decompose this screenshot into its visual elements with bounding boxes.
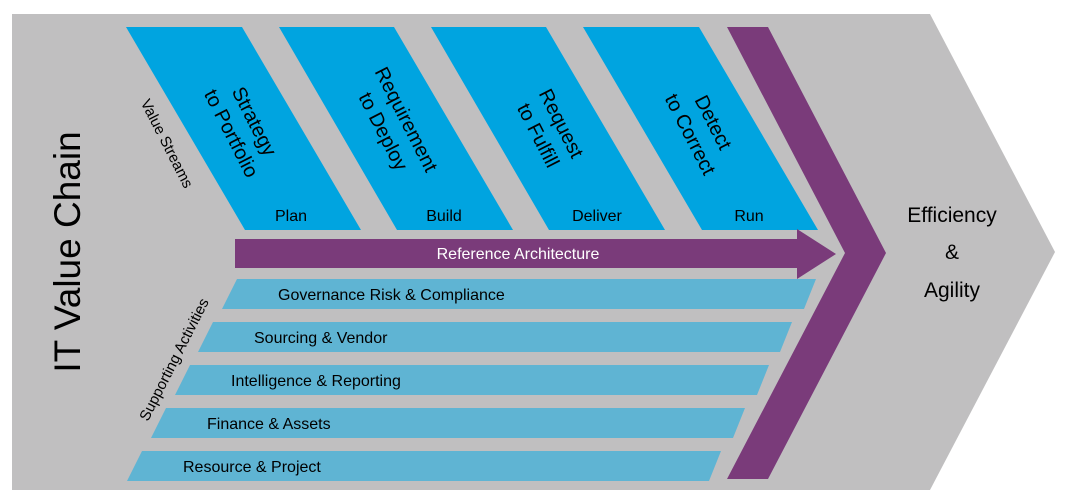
supporting-activity-bar (222, 279, 816, 309)
value-stream-request-to-fulfill: Request to Fulfill Deliver (431, 27, 665, 230)
supporting-activity-label: Intelligence & Reporting (231, 373, 401, 390)
supporting-activity-bar (198, 322, 792, 352)
value-stream-requirement-to-deploy: Requirement to Deploy Build (279, 27, 513, 230)
arrow-shape (235, 229, 836, 279)
purple-chevron (727, 27, 886, 479)
outcome-line1: Efficiency (907, 204, 997, 227)
supporting-activity-label: Governance Risk & Compliance (278, 287, 505, 304)
value-stream-shape (583, 27, 818, 230)
value-stream-phase: Deliver (572, 208, 622, 225)
supporting-activity-bar (127, 451, 721, 481)
supporting-activity-sourcing: Sourcing & Vendor (198, 322, 792, 352)
supporting-activity-label: Finance & Assets (207, 416, 331, 433)
supporting-activity-governance: Governance Risk & Compliance (222, 279, 816, 309)
supporting-activity-bar (175, 365, 769, 395)
supporting-activity-intelligence: Intelligence & Reporting (175, 365, 769, 395)
reference-architecture-arrow: Reference Architecture (235, 229, 836, 279)
outcome-line3: Agility (924, 279, 981, 302)
value-stream-shape (126, 27, 361, 230)
value-stream-phase: Run (734, 208, 763, 225)
outcome: Efficiency & Agility (907, 204, 997, 302)
supporting-activity-label: Resource & Project (183, 459, 321, 476)
value-stream-shape (431, 27, 665, 230)
value-stream-phase: Plan (275, 208, 307, 225)
reference-architecture-label: Reference Architecture (437, 246, 600, 263)
value-stream-detect-to-correct: Detect to Correct Run (583, 27, 818, 230)
supporting-activity-bar (151, 408, 745, 438)
supporting-activity-finance: Finance & Assets (151, 408, 745, 438)
outcome-line2: & (945, 241, 959, 264)
value-stream-phase: Build (426, 208, 462, 225)
supporting-activity-resource: Resource & Project (127, 451, 721, 481)
value-stream-shape (279, 27, 513, 230)
supporting-activity-label: Sourcing & Vendor (254, 330, 388, 347)
diagram-title: IT Value Chain (47, 131, 88, 372)
value-stream-strategy-to-portfolio: Strategy to Portfolio Plan (126, 27, 361, 230)
